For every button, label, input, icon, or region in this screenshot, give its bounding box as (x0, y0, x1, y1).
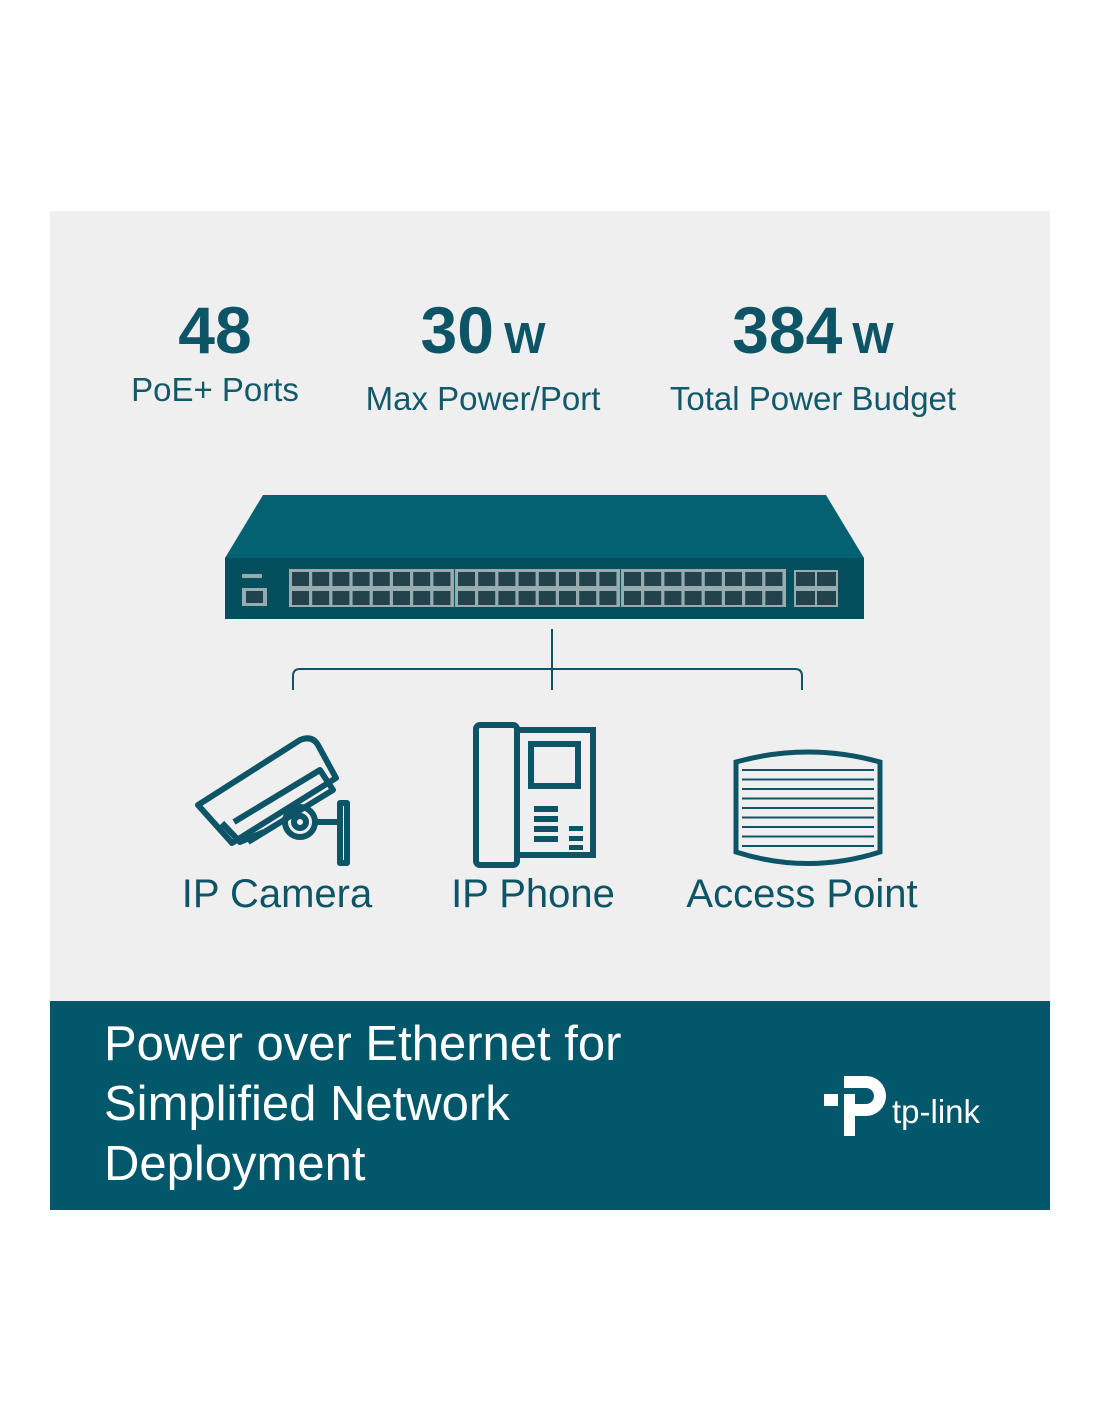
port (684, 572, 702, 586)
headline-line: Power over Ethernet for (104, 1017, 622, 1071)
port (745, 572, 763, 586)
camera-icon (195, 735, 350, 866)
port (292, 591, 309, 605)
port (664, 572, 682, 586)
stat-unit: W (503, 314, 546, 363)
port (312, 572, 330, 586)
port (725, 572, 742, 586)
port (559, 591, 576, 605)
port (599, 572, 617, 586)
port (413, 591, 431, 605)
stat-label: PoE+ Ports (131, 371, 299, 408)
port (478, 591, 496, 605)
headline-line: Simplified Network (104, 1077, 510, 1131)
port (433, 572, 451, 586)
port (352, 572, 370, 586)
port (372, 572, 390, 586)
port (624, 591, 641, 605)
port (433, 591, 451, 605)
stat-value: 30 (420, 293, 494, 367)
port (599, 591, 617, 605)
device-label-ip-camera: IP Camera (181, 872, 373, 916)
port (684, 591, 702, 605)
port (393, 591, 410, 605)
stat-unit: W (852, 314, 894, 363)
port (332, 572, 350, 586)
phone-icon (473, 722, 596, 868)
logo-text: tp-link (892, 1093, 981, 1130)
port (579, 591, 597, 605)
tp-link-logo: tp-link (822, 1074, 980, 1140)
port (372, 591, 390, 605)
stat-label: Max Power/Port (365, 380, 601, 417)
port (538, 591, 556, 605)
port (312, 591, 330, 605)
port (765, 572, 783, 586)
device-label-access-point: Access Point (686, 872, 918, 916)
port (725, 591, 742, 605)
banner-headline: Power over Ethernet for Simplified Netwo… (104, 1014, 621, 1194)
port (478, 572, 496, 586)
stat-label: Total Power Budget (669, 380, 957, 417)
stat-poe-ports: 48 PoE+ Ports (115, 290, 315, 410)
port (644, 572, 662, 586)
port (579, 572, 597, 586)
access-point-icon (733, 749, 883, 866)
port (765, 591, 783, 605)
port (518, 591, 536, 605)
port (458, 591, 475, 605)
stat-value: 384 (732, 293, 843, 367)
port (458, 572, 475, 586)
port (538, 572, 556, 586)
port (518, 572, 536, 586)
port (393, 572, 410, 586)
port (745, 591, 763, 605)
port (498, 572, 516, 586)
headline-line: Deployment (104, 1137, 366, 1191)
port (559, 572, 576, 586)
port (624, 572, 641, 586)
stat-value: 48 (178, 293, 252, 367)
port (704, 572, 722, 586)
port (664, 591, 682, 605)
connector-lines (292, 629, 803, 690)
port (644, 591, 662, 605)
port (332, 591, 350, 605)
switch-icon (225, 495, 864, 619)
port (352, 591, 370, 605)
port (498, 591, 516, 605)
port (292, 572, 309, 586)
port (704, 591, 722, 605)
tp-link-logo-icon (824, 1076, 886, 1136)
device-label-ip-phone: IP Phone (451, 872, 615, 916)
port (413, 572, 431, 586)
